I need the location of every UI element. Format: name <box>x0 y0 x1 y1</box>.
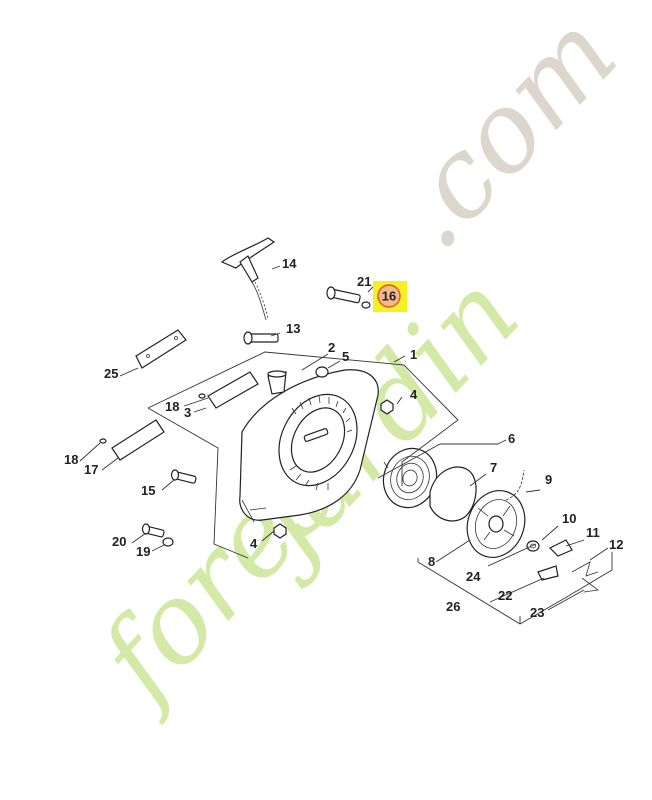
part-label-1[interactable]: 1 <box>410 347 417 362</box>
part-label-15[interactable]: 15 <box>141 483 155 498</box>
pawl-11-drawing <box>548 539 573 557</box>
part-label-11[interactable]: 11 <box>586 525 600 540</box>
spring-housing-drawing <box>429 466 477 522</box>
part-label-8[interactable]: 8 <box>428 554 435 569</box>
screw-4a-drawing <box>380 399 394 415</box>
part-label-19[interactable]: 19 <box>136 544 150 559</box>
plate-3-drawing <box>207 371 259 409</box>
plate-25-drawing <box>135 329 187 369</box>
part-drawings <box>99 237 600 593</box>
part-label-23[interactable]: 23 <box>530 605 544 620</box>
part-label-22[interactable]: 22 <box>498 588 512 603</box>
watermark-text-3: .com <box>365 0 641 273</box>
screw-15-drawing <box>170 469 197 484</box>
part-label-5[interactable]: 5 <box>342 349 349 364</box>
fan-housing-drawing <box>239 369 379 523</box>
leader-lines <box>79 265 613 625</box>
spring-23-drawing <box>581 577 600 593</box>
part-label-14[interactable]: 14 <box>282 256 297 271</box>
part-label-9[interactable]: 9 <box>545 472 552 487</box>
part-label-3[interactable]: 3 <box>184 405 191 420</box>
part-label-25[interactable]: 25 <box>104 366 118 381</box>
washer-10-drawing <box>526 540 540 552</box>
spring-12-drawing <box>571 561 599 577</box>
part-label-24[interactable]: 24 <box>466 569 481 584</box>
screw-20-drawing <box>141 523 165 538</box>
part-label-16[interactable]: 16 <box>382 289 396 304</box>
part-labels: 1 2 3 4 4 5 6 7 8 9 10 11 12 13 14 15 17… <box>64 256 623 620</box>
highlighted-part[interactable]: 16 <box>373 281 407 312</box>
part-label-21[interactable]: 21 <box>357 274 371 289</box>
part-label-20[interactable]: 20 <box>112 534 126 549</box>
pin-18a-drawing <box>198 393 206 399</box>
cap-2-drawing <box>267 370 287 395</box>
part-label-18b[interactable]: 18 <box>64 452 78 467</box>
rope-rotor-drawing <box>466 490 526 558</box>
bushing-5-drawing <box>315 366 329 378</box>
pawl-22-drawing <box>537 565 559 581</box>
screw-21-drawing <box>326 286 371 309</box>
part-label-10[interactable]: 10 <box>562 511 576 526</box>
part-label-6[interactable]: 6 <box>508 431 515 446</box>
part-label-2[interactable]: 2 <box>328 340 335 355</box>
part-label-17[interactable]: 17 <box>84 462 98 477</box>
part-label-12[interactable]: 12 <box>609 537 623 552</box>
pin-18b-drawing <box>99 438 107 444</box>
pin-13-drawing <box>243 331 279 345</box>
watermark: fores jardin .com <box>71 0 642 728</box>
part-label-7[interactable]: 7 <box>490 460 497 475</box>
part-label-13[interactable]: 13 <box>286 321 300 336</box>
plate-17-drawing <box>111 419 165 461</box>
part-label-18a[interactable]: 18 <box>165 399 179 414</box>
part-label-4a[interactable]: 4 <box>410 387 418 402</box>
highlight-circle <box>377 284 401 308</box>
part-label-26[interactable]: 26 <box>446 599 460 614</box>
starter-grip-drawing <box>220 237 276 321</box>
part-label-4b[interactable]: 4 <box>250 536 258 551</box>
rope-drawing <box>505 469 525 501</box>
washer-19-drawing <box>162 537 174 547</box>
screw-4b-drawing <box>273 523 287 539</box>
